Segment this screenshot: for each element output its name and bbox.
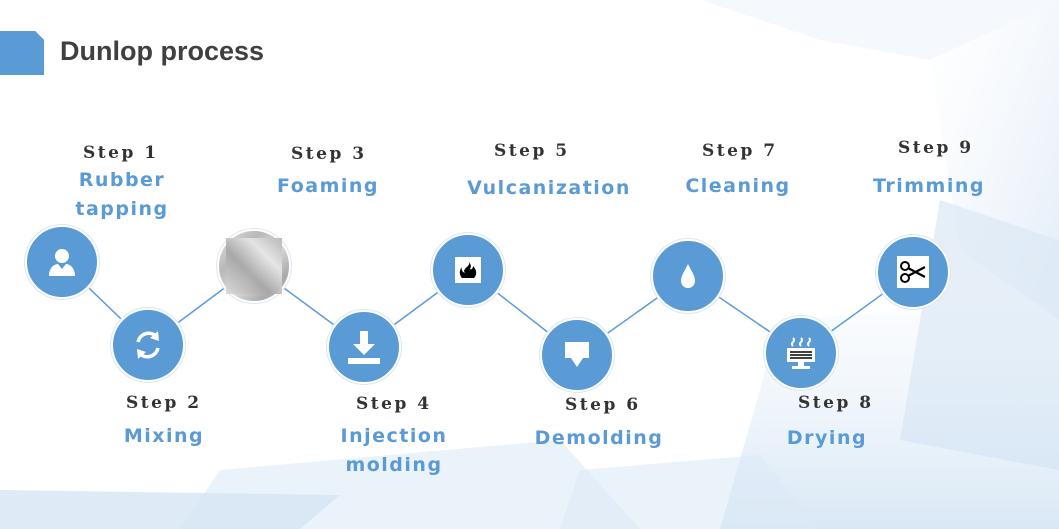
step-2-name-line: Mixing [123,425,205,447]
step-8-name-line: Drying [786,427,868,449]
title-accent-tab [0,31,44,75]
step-1-node [25,225,99,299]
step-4-name-line: Injection [340,425,448,447]
step-8-label: Step 8 [798,393,874,413]
step-2-name: Mixing [54,422,274,451]
step-2-label: Step 2 [126,393,202,413]
step-1-name: Rubber tapping [12,166,232,224]
cycle-arrows-icon [130,327,166,363]
step-6-node [540,318,614,392]
step-5-name-line: Vulcanization [467,177,631,199]
step-3-label: Step 3 [291,144,367,164]
step-9-name-line: Trimming [873,175,985,197]
step-5-node [431,233,505,307]
scissors-icon [894,253,932,291]
water-drop-icon [673,259,703,293]
step-7-label: Step 7 [702,141,778,161]
step-9-label: Step 9 [898,138,974,158]
download-arrow-icon [344,327,384,367]
step-5-label: Step 5 [494,141,570,161]
step-1-name-line: Rubber [78,169,166,191]
person-icon [45,245,79,279]
step-1-name-line: tapping [75,198,169,220]
step-2-node [111,308,185,382]
step-4-name-line: molding [345,454,443,476]
step-6-name-line: Demolding [534,427,664,449]
step-4-label: Step 4 [356,394,432,414]
step-8-node [764,316,838,390]
step-6-label: Step 6 [565,395,641,415]
step-6-name: Demolding [489,424,709,453]
step-3-name: Foaming [218,172,438,201]
page-title: Dunlop process [60,36,265,66]
step-8-name: Drying [717,424,937,453]
step-9-node [876,235,950,309]
mold-arrow-icon [559,337,595,373]
heater-icon [782,334,820,372]
step-3-node [217,229,291,303]
step-4-name: Injection molding [284,422,504,480]
step-7-name: Cleaning [628,172,848,201]
step-7-name-line: Cleaning [685,175,791,197]
flame-icon [451,253,485,287]
step-4-node [327,310,401,384]
step-3-name-line: Foaming [276,175,380,197]
step-7-node [651,239,725,313]
step-1-label: Step 1 [83,143,159,163]
step-5-name: Vulcanization [439,174,659,203]
foam-texture-image [226,238,282,294]
step-9-name: Trimming [819,172,1039,201]
